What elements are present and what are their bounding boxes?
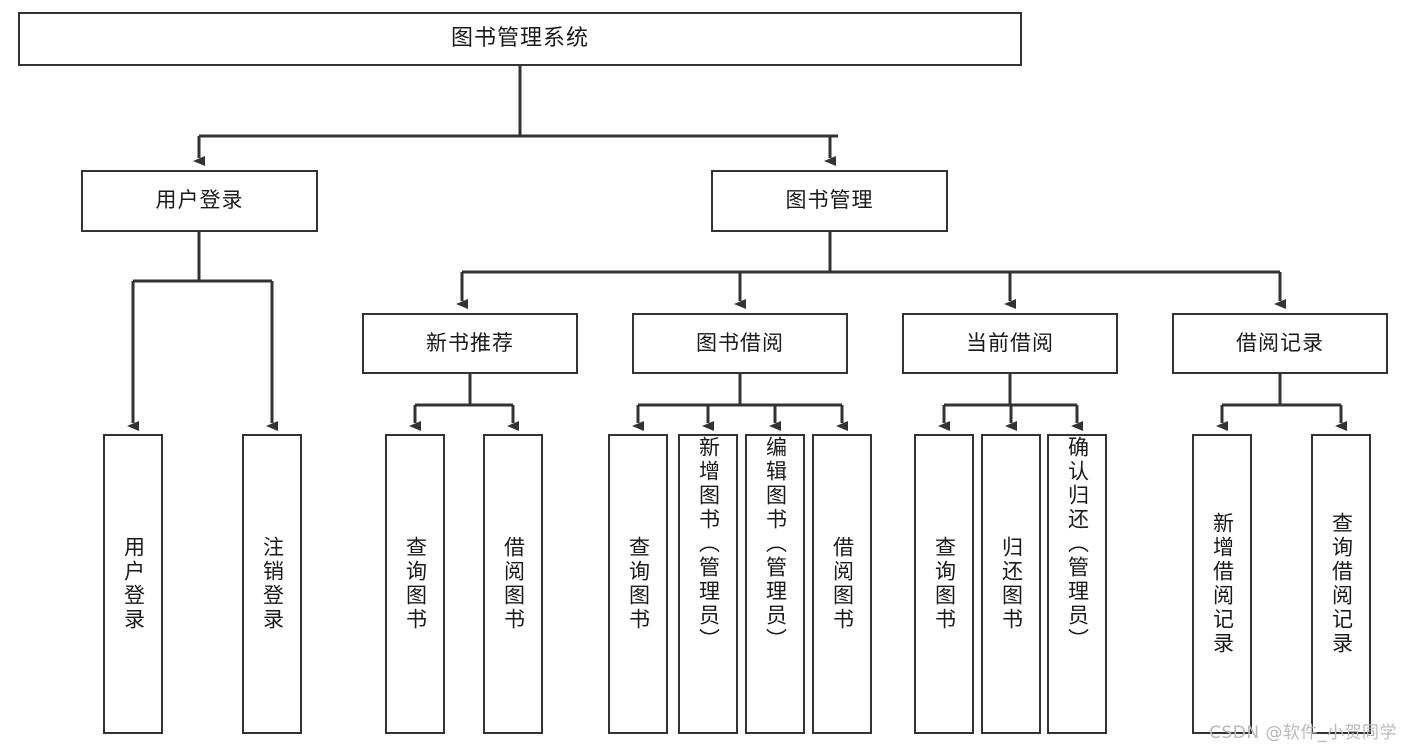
node-label: 当前借阅 — [966, 330, 1054, 355]
node-borrow-record[interactable]: 借阅记录 — [1172, 313, 1388, 374]
node-label: 新增图书（管理员） — [696, 436, 721, 652]
leaf-current-borrow-return[interactable]: 归还图书 — [981, 434, 1041, 734]
node-label: 新书推荐 — [426, 330, 514, 355]
node-label: 归还图书 — [999, 536, 1024, 632]
node-label: 用户登录 — [155, 188, 244, 213]
node-root-system[interactable]: 图书管理系统 — [18, 12, 1022, 66]
node-label: 借阅图书 — [830, 536, 855, 632]
node-label: 查询图书 — [403, 536, 428, 632]
node-label: 借阅记录 — [1236, 330, 1324, 355]
node-label: 图书管理系统 — [450, 25, 589, 51]
node-label: 新增借阅记录 — [1210, 512, 1235, 656]
leaf-current-borrow-confirm-return[interactable]: 确认归还（管理员） — [1047, 434, 1107, 734]
node-book-manage[interactable]: 图书管理 — [711, 170, 948, 232]
node-label: 图书管理 — [785, 188, 874, 213]
leaf-book-borrow-add[interactable]: 新增图书（管理员） — [678, 434, 738, 734]
leaf-book-borrow-query[interactable]: 查询图书 — [608, 434, 668, 734]
node-label: 借阅图书 — [501, 536, 526, 632]
node-label: 图书借阅 — [696, 330, 784, 355]
leaf-current-borrow-query[interactable]: 查询图书 — [914, 434, 974, 734]
node-label: 注销登录 — [260, 536, 285, 632]
leaf-user-login-logout[interactable]: 注销登录 — [242, 434, 302, 734]
leaf-new-book-borrow[interactable]: 借阅图书 — [483, 434, 543, 734]
leaf-new-book-query[interactable]: 查询图书 — [385, 434, 445, 734]
node-new-book-recommend[interactable]: 新书推荐 — [362, 313, 578, 374]
leaf-borrow-record-query[interactable]: 查询借阅记录 — [1311, 434, 1371, 734]
leaf-book-borrow-borrow[interactable]: 借阅图书 — [812, 434, 872, 734]
csdn-watermark: CSDN @软件_小贺同学 — [1209, 723, 1397, 743]
node-label: 确认归还（管理员） — [1065, 436, 1090, 652]
node-label: 查询图书 — [626, 536, 651, 632]
node-current-borrow[interactable]: 当前借阅 — [902, 313, 1118, 374]
node-label: 用户登录 — [121, 536, 146, 632]
node-user-login[interactable]: 用户登录 — [81, 170, 318, 232]
node-label: 查询借阅记录 — [1329, 512, 1354, 656]
node-label: 查询图书 — [932, 536, 957, 632]
node-label: 编辑图书（管理员） — [763, 436, 788, 652]
leaf-user-login-login[interactable]: 用户登录 — [103, 434, 163, 734]
leaf-book-borrow-edit[interactable]: 编辑图书（管理员） — [745, 434, 805, 734]
node-book-borrow[interactable]: 图书借阅 — [632, 313, 848, 374]
leaf-borrow-record-add[interactable]: 新增借阅记录 — [1192, 434, 1252, 734]
